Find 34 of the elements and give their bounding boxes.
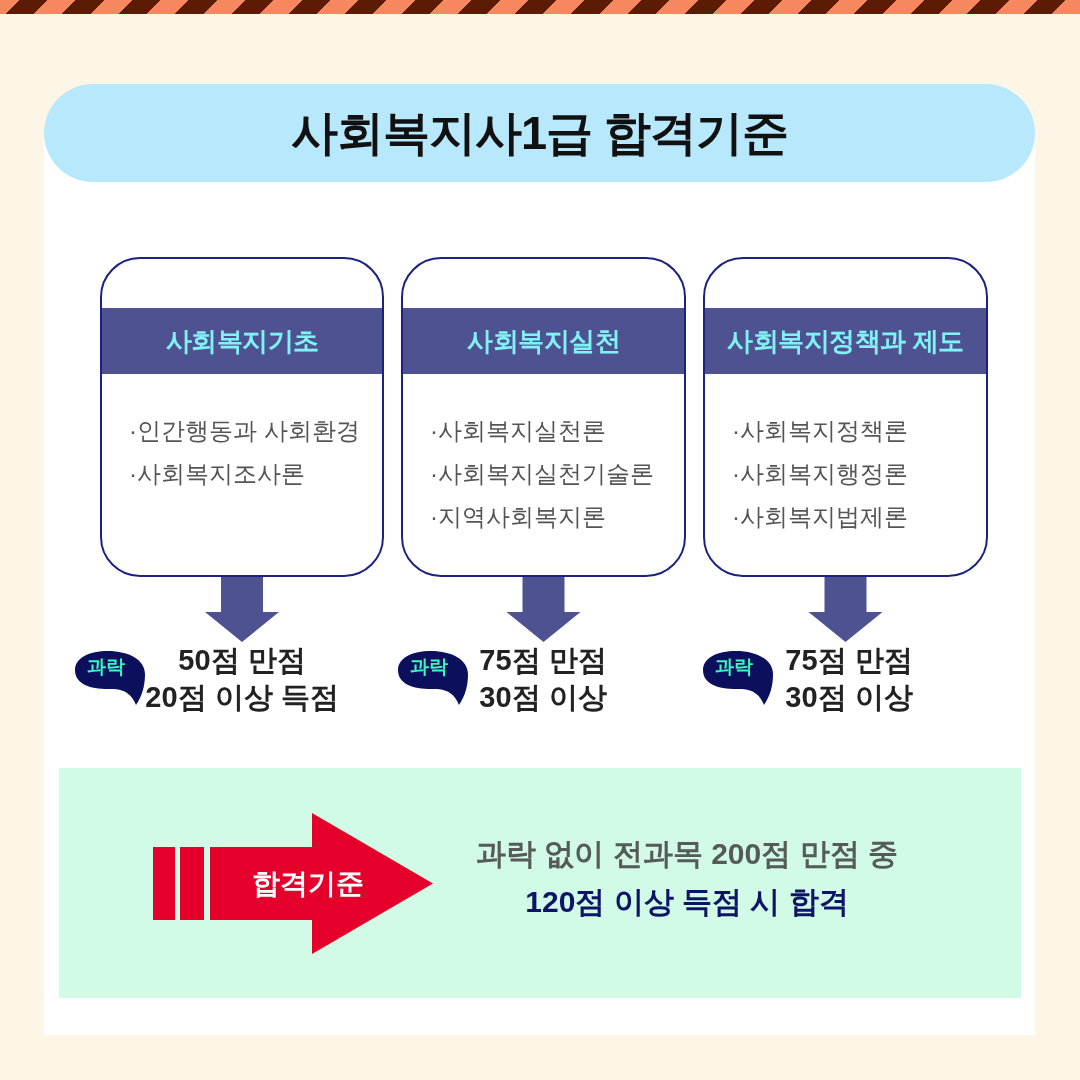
title-banner: 사회복지사1급 합격기준 — [44, 84, 1035, 182]
result-text: 120점 이상 득점 시 합격 — [525, 884, 849, 920]
card-heading: 사회복지실천 — [403, 308, 684, 374]
block-arrow — [506, 577, 581, 642]
arrow-label: 합격기준 — [252, 867, 364, 901]
score-text: 75점 만점 — [785, 643, 913, 678]
score-text: 30점 이상 — [785, 680, 913, 715]
result-text: 과락 없이 전과목 200점 만점 중 — [476, 836, 898, 872]
score-text: 30점 이상 — [479, 680, 607, 715]
speech-bubble — [397, 650, 469, 706]
subject-item: ·사회복지실천기술론 — [430, 459, 654, 489]
result-panel — [59, 768, 1021, 998]
subject-item: ·사회복지행정론 — [732, 459, 908, 489]
subject-item: ·사회복지실천론 — [430, 416, 606, 446]
card-heading: 사회복지기초 — [102, 308, 382, 374]
bubble-label: 과락 — [410, 655, 448, 679]
subject-item: ·사회복지정책론 — [732, 416, 908, 446]
subject-item: ·인간행동과 사회환경 — [129, 416, 360, 446]
bubble-label: 과락 — [87, 655, 125, 679]
score-text: 20점 이상 득점 — [145, 680, 339, 715]
score-text: 75점 만점 — [479, 643, 607, 678]
bubble-label: 과락 — [715, 655, 753, 679]
subject-item: ·사회복지조사론 — [129, 459, 305, 489]
score-text: 50점 만점 — [178, 643, 306, 678]
subject-card — [401, 257, 686, 577]
speech-bubble — [702, 650, 774, 706]
block-arrow — [808, 577, 883, 642]
subject-item: ·지역사회복지론 — [430, 502, 606, 532]
card-heading: 사회복지정책과 제도 — [705, 308, 986, 374]
speech-bubble — [74, 650, 146, 706]
subject-card — [703, 257, 988, 577]
subject-item: ·사회복지법제론 — [732, 502, 908, 532]
block-arrow — [205, 577, 279, 642]
subject-card — [100, 257, 384, 577]
